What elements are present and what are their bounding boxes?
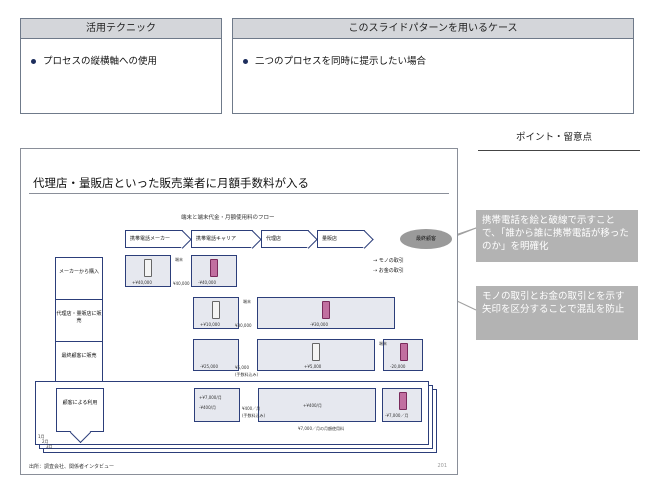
- legend-money: ⇢ お金の取引: [373, 268, 404, 274]
- usage-stack-1: 顧客による利用 +¥7,000/月 -¥400/月 +¥400/月 -¥7,00…: [35, 381, 429, 449]
- row3-retailer-cell: +¥5,000: [257, 339, 375, 371]
- phone-icon: [399, 392, 407, 410]
- step-usage: 顧客による利用: [56, 388, 104, 432]
- flow-title: 端末と端末代金・月額使用料のフロー: [181, 215, 275, 221]
- row1-small: ¥40,000: [173, 281, 190, 286]
- usecase-panel-title: このスライドパターンを用いるケース: [233, 19, 633, 39]
- row3-price-a: -¥25,000: [200, 364, 218, 369]
- usecase-item: 二つのプロセスを同時に提示したい場合: [233, 39, 633, 67]
- row4-price-d: -¥7,000／月: [385, 413, 409, 418]
- row1-carrier-cell: -¥40,000: [191, 255, 237, 287]
- row1-price-b: -¥40,000: [198, 280, 216, 285]
- stack-label-3: 3月: [46, 444, 53, 449]
- row4-price-c: +¥400/月: [303, 403, 322, 408]
- row4-retailer-cell: +¥400/月: [258, 388, 376, 422]
- slide-preview: 代理店・量販店といった販売業者に月額手数料が入る 端末と端末代金・月額使用料のフ…: [20, 148, 458, 475]
- row2-price-a: +¥10,000: [200, 322, 220, 327]
- row1-manufacturer-cell: +¥40,000: [125, 255, 171, 287]
- slide-title-rule: [29, 193, 449, 194]
- actor-customer: 最終顧客: [400, 229, 452, 249]
- phone-icon: [322, 301, 330, 319]
- technique-panel: 活用テクニック プロセスの縦横軸への使用: [20, 18, 222, 114]
- row2-small: ¥30,000: [235, 323, 252, 328]
- row1-label: 端末: [175, 257, 183, 262]
- technique-panel-title: 活用テクニック: [21, 19, 221, 39]
- row3-customer-cell: -20,000: [383, 339, 423, 371]
- slide-page-number: 201: [437, 463, 447, 469]
- actor-manufacturer: 携帯電話メーカー: [125, 230, 183, 248]
- point-heading: ポイント・留意点: [516, 132, 593, 143]
- bullet-icon: [243, 59, 248, 64]
- actor-agency: 代理店: [261, 230, 309, 248]
- slide-title: 代理店・量販店といった販売業者に月額手数料が入る: [33, 176, 309, 190]
- phone-icon: [400, 343, 408, 361]
- usecase-panel: このスライドパターンを用いるケース 二つのプロセスを同時に提示したい場合: [232, 18, 634, 114]
- row4-carrier-cell: +¥7,000/月 -¥400/月: [194, 388, 240, 422]
- row1-price-a: +¥40,000: [132, 280, 152, 285]
- row2-carrier-cell: +¥10,000: [193, 297, 239, 329]
- technique-item-text: プロセスの縦横軸への使用: [43, 56, 158, 67]
- row3-price-c: -20,000: [390, 364, 406, 369]
- note-2: モノの取引とお金の取引とを示す矢印を区分することで混乱を防止: [476, 286, 638, 340]
- row3-small: ¥5,000: [235, 365, 249, 370]
- legend-money-label: お金の取引: [378, 268, 404, 274]
- row4-customer-cell: -¥7,000／月: [382, 388, 422, 422]
- bullet-icon: [31, 59, 36, 64]
- step-sell-to-dealer: 代理店・量販店に販売: [55, 299, 103, 343]
- row3-fee: (手数料込み): [235, 372, 259, 377]
- stack-label-2: 2月: [42, 439, 49, 444]
- row3-price-b: +¥5,000: [304, 364, 322, 369]
- point-divider: [478, 150, 640, 151]
- actor-retailer: 量販店: [317, 230, 365, 248]
- row2-price-b: -¥30,000: [310, 322, 328, 327]
- row3-carrier-cell: -¥25,000: [193, 339, 239, 371]
- phone-icon: [312, 343, 320, 361]
- slide-source: 出所：調査会社、関係者インタビュー: [29, 464, 115, 470]
- row2-label: 端末: [243, 299, 251, 304]
- row4-price-b: -¥400/月: [199, 405, 216, 410]
- row3-label: 端末: [379, 341, 387, 346]
- phone-icon: [210, 259, 218, 277]
- stack-label-1: 1月: [38, 434, 45, 439]
- phone-icon: [144, 259, 152, 277]
- row4-small-a: ¥400／月: [242, 406, 261, 411]
- row4-price-a: +¥7,000/月: [199, 395, 222, 400]
- row2-retailer-cell: -¥30,000: [257, 297, 395, 329]
- legend-goods: → モノの取引: [373, 258, 404, 264]
- row4-bottom-label: ¥7,000／月の月額使用料: [298, 426, 344, 431]
- usecase-item-text: 二つのプロセスを同時に提示したい場合: [255, 56, 427, 67]
- phone-icon: [212, 301, 220, 319]
- row4-fee: (手数料込み): [242, 413, 266, 418]
- actor-carrier: 携帯電話キャリア: [191, 230, 253, 248]
- technique-item: プロセスの縦横軸への使用: [21, 39, 221, 67]
- note-1: 携帯電話を絵と破線で示すことで、「誰から誰に携帯電話が移ったのか」を明確化: [476, 210, 638, 262]
- legend-goods-label: モノの取引: [378, 258, 404, 264]
- step-purchase: メーカーから購入: [55, 257, 103, 301]
- step-sell-to-customer: 最終顧客に販売: [55, 341, 103, 385]
